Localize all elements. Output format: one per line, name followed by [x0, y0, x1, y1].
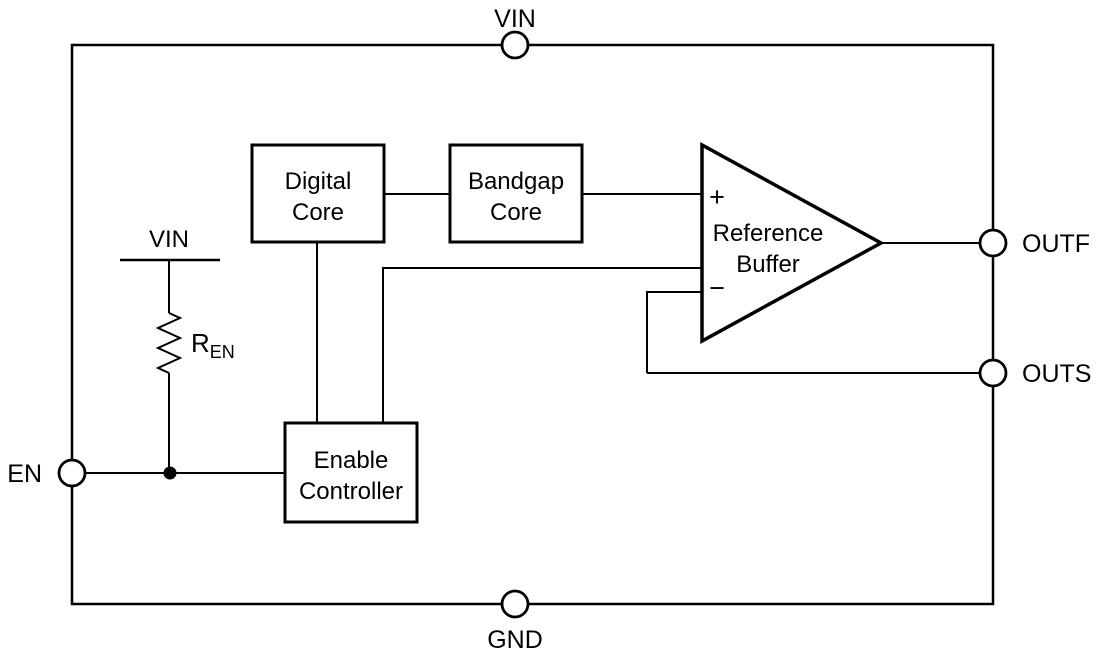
- reference-buffer-label-line1: Reference: [713, 220, 824, 247]
- reference-buffer-label-line2: Buffer: [736, 251, 800, 278]
- vin-pin-label: VIN: [494, 5, 536, 33]
- bandgap-core-block: [448, 143, 584, 244]
- vin-pin-circle: [500, 30, 530, 60]
- buffer-minus-sign: −: [709, 273, 725, 303]
- enable-controller-label-line2: Controller: [299, 478, 403, 505]
- reference-buffer-opamp: [700, 142, 885, 344]
- digital-core-block: [250, 143, 386, 244]
- en-pin-circle: [57, 458, 87, 488]
- en-pin-label: EN: [7, 460, 42, 488]
- resistor-ren-name: R: [191, 328, 210, 358]
- buffer-plus-sign: +: [709, 182, 725, 212]
- junction-dot: [163, 466, 177, 480]
- wire-feedback-to-buffer-minus: [646, 291, 702, 373]
- outs-pin-label: OUTS: [1022, 360, 1091, 388]
- outs-pin-circle: [978, 358, 1008, 388]
- enable-controller-label-line1: Enable: [314, 447, 389, 474]
- resistor-ren-label: REN: [191, 328, 235, 362]
- bandgap-core-label-line2: Core: [490, 199, 542, 226]
- chip-outline: [70, 43, 995, 606]
- resistor-ren-symbol: [155, 312, 183, 374]
- digital-core-label-line2: Core: [292, 199, 344, 226]
- gnd-pin-label: GND: [487, 626, 543, 652]
- digital-core-label-line1: Digital: [285, 168, 352, 195]
- gnd-pin-circle: [500, 589, 530, 619]
- outf-pin-label: OUTF: [1022, 230, 1090, 258]
- bandgap-core-label-line1: Bandgap: [468, 168, 564, 195]
- internal-vin-rail-label: VIN: [149, 226, 189, 253]
- outf-pin-circle: [978, 228, 1008, 258]
- enable-controller-block: [283, 421, 419, 524]
- wire-enable-to-buffer: [382, 267, 702, 423]
- resistor-ren-subscript: EN: [210, 342, 235, 362]
